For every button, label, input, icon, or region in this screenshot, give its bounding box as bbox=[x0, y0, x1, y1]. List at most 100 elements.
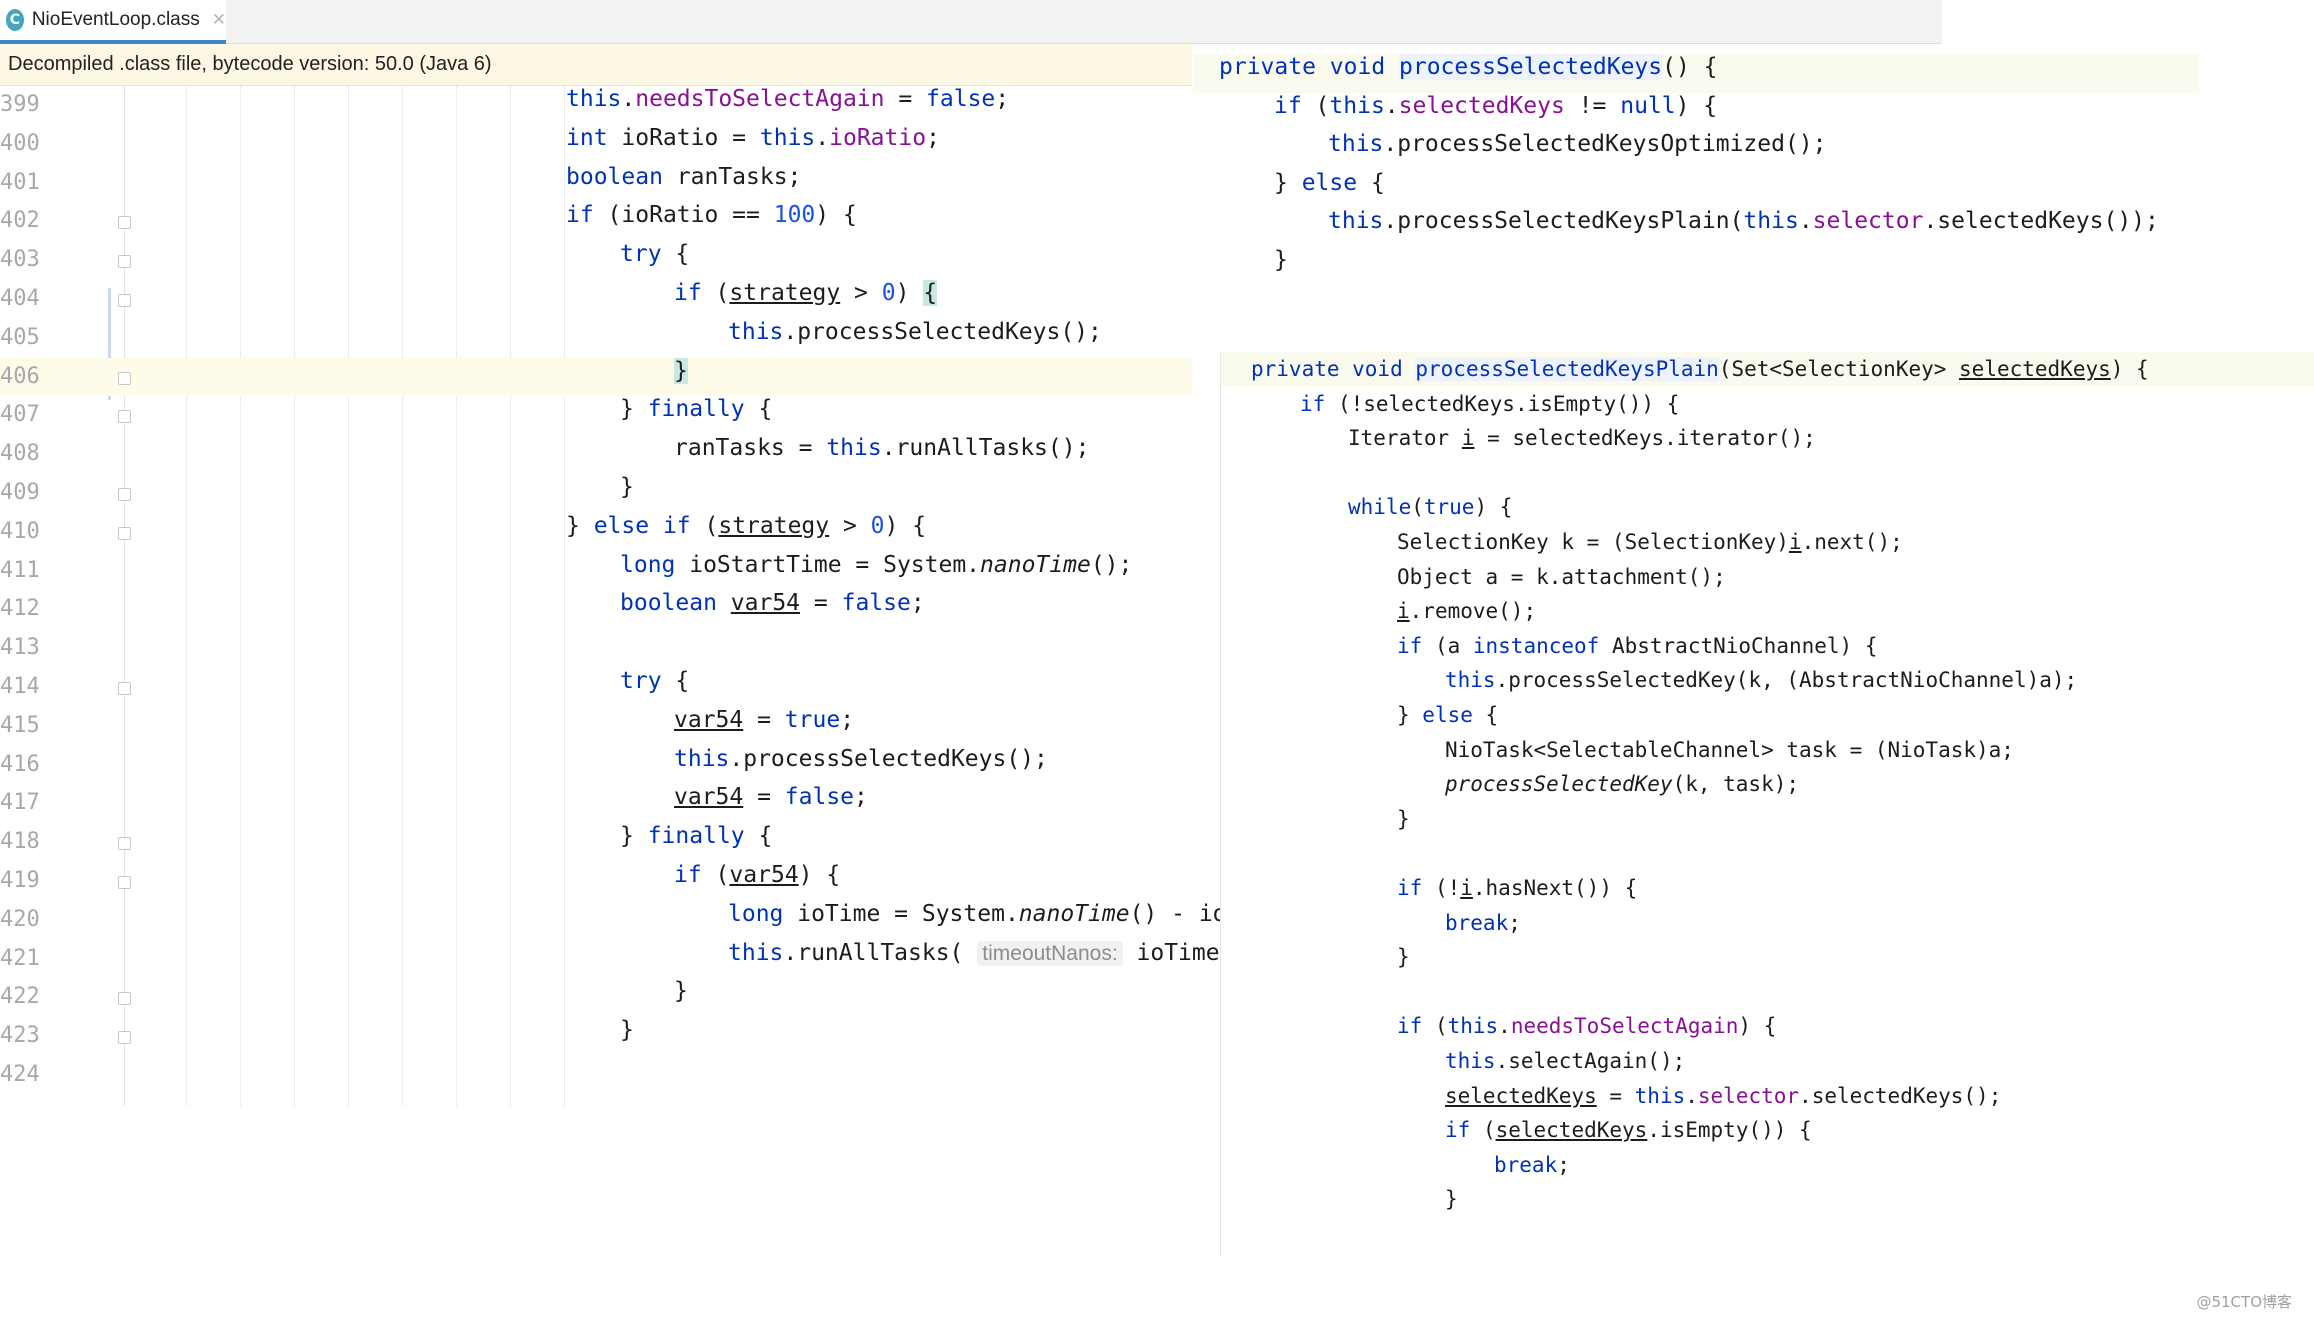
code-line: 411 long ioStartTime = System.nanoTime(); bbox=[0, 552, 1235, 591]
code-line: 413 bbox=[0, 629, 1235, 668]
code-line: 420 long ioTime = System.nanoTime() - ioS bbox=[0, 901, 1240, 940]
fold-marker-icon[interactable] bbox=[118, 371, 131, 385]
code-line: Iterator i = selectedKeys.iterator(); bbox=[1221, 421, 2314, 456]
line-number: 411 bbox=[0, 557, 40, 583]
code-text: } bbox=[620, 1017, 634, 1044]
fold-marker-icon[interactable] bbox=[118, 837, 131, 851]
code-text: this.runAllTasks( timeoutNanos: ioTime bbox=[728, 939, 1220, 966]
code-line: if (this.needsToSelectAgain) { bbox=[1221, 1009, 2314, 1044]
fold-marker-icon[interactable] bbox=[118, 876, 131, 889]
fold-marker-icon[interactable] bbox=[118, 410, 131, 424]
line-number: 417 bbox=[0, 790, 40, 816]
fold-marker-icon[interactable] bbox=[118, 488, 131, 501]
code-line: if (this.selectedKeys != null) { bbox=[1193, 93, 2199, 132]
indent-guide bbox=[240, 86, 241, 1106]
code-text: int ioRatio = this.ioRatio; bbox=[566, 124, 940, 151]
code-line: 410} else if (strategy > 0) { bbox=[0, 513, 1235, 552]
fold-marker-icon[interactable] bbox=[118, 992, 131, 1006]
code-line: } else { bbox=[1193, 170, 2199, 209]
line-number: 424 bbox=[0, 1062, 40, 1087]
fold-marker-icon[interactable] bbox=[118, 216, 131, 230]
code-line: 399 this.needsToSelectAgain = false; bbox=[0, 86, 1235, 125]
code-line: if (!selectedKeys.isEmpty()) { bbox=[1221, 387, 2314, 422]
code-text: private void processSelectedKeys() { bbox=[1219, 54, 1718, 80]
code-line: } bbox=[1221, 1182, 2314, 1217]
code-text: if (selectedKeys.isEmpty()) { bbox=[1445, 1118, 1812, 1143]
code-line: } bbox=[1221, 940, 2314, 975]
fold-marker-icon[interactable] bbox=[118, 682, 131, 695]
line-number: 405 bbox=[0, 324, 40, 350]
code-text: break; bbox=[1445, 910, 1521, 935]
editor-tab-bar: C NioEventLoop.class ✕ bbox=[0, 0, 1942, 44]
code-text: this.needsToSelectAgain = false; bbox=[566, 86, 1010, 112]
line-number: 408 bbox=[0, 441, 40, 467]
code-text: } bbox=[620, 474, 634, 500]
code-line: SelectionKey k = (SelectionKey)i.next(); bbox=[1221, 525, 2314, 560]
line-number: 423 bbox=[0, 1023, 40, 1049]
line-number: 416 bbox=[0, 751, 40, 777]
fold-marker-icon[interactable] bbox=[118, 294, 131, 307]
code-line: } bbox=[1193, 247, 2199, 286]
line-number: 422 bbox=[0, 984, 40, 1010]
indent-guide bbox=[510, 86, 511, 1106]
code-line: this.processSelectedKeysPlain(this.selec… bbox=[1193, 208, 2199, 247]
code-line: break; bbox=[1221, 1148, 2314, 1183]
line-number-gutter bbox=[0, 86, 125, 1106]
indent-guide bbox=[294, 86, 295, 1106]
tab-nioeventloop-class[interactable]: C NioEventLoop.class ✕ bbox=[0, 0, 226, 44]
tab-label: NioEventLoop.class bbox=[31, 9, 200, 30]
code-text: selectedKeys = this.selector.selectedKey… bbox=[1445, 1083, 2002, 1108]
code-text: long ioStartTime = System.nanoTime(); bbox=[620, 551, 1133, 578]
code-text: } else { bbox=[1274, 169, 1385, 196]
code-line: while(true) { bbox=[1221, 490, 2314, 525]
line-number: 401 bbox=[0, 169, 40, 195]
code-text: if (!i.hasNext()) { bbox=[1397, 876, 1638, 900]
code-line: processSelectedKey(k, task); bbox=[1221, 767, 2314, 802]
code-text: long ioTime = System.nanoTime() - ioS bbox=[728, 900, 1241, 927]
code-line: private void processSelectedKeys() { bbox=[1193, 54, 2199, 93]
code-text: try { bbox=[620, 668, 690, 694]
code-line: } else { bbox=[1221, 698, 2314, 733]
fold-marker-icon[interactable] bbox=[118, 1031, 131, 1045]
code-text: if (this.needsToSelectAgain) { bbox=[1397, 1014, 1777, 1039]
line-number: 412 bbox=[0, 596, 40, 622]
code-text: var54 = false; bbox=[674, 784, 868, 811]
code-line: Object a = k.attachment(); bbox=[1221, 560, 2314, 595]
code-text: if (strategy > 0) { bbox=[674, 280, 938, 306]
decompiled-notice-banner: Decompiled .class file, bytecode version… bbox=[0, 44, 1192, 86]
vcs-change-marker bbox=[108, 288, 111, 400]
code-snippet-process-selected-keys-plain: private void processSelectedKeysPlain(Se… bbox=[1220, 352, 2314, 1256]
code-text: NioTask<SelectableChannel> task = (NioTa… bbox=[1445, 737, 2014, 762]
code-line: NioTask<SelectableChannel> task = (NioTa… bbox=[1221, 733, 2314, 768]
line-number: 402 bbox=[0, 208, 40, 234]
line-number: 420 bbox=[0, 906, 40, 932]
code-text: try { bbox=[620, 241, 690, 268]
code-line: if (selectedKeys.isEmpty()) { bbox=[1221, 1113, 2314, 1148]
parameter-hint: timeoutNanos: bbox=[977, 940, 1123, 966]
watermark: @51CTO博客 bbox=[2196, 1293, 2292, 1311]
code-snippet-process-selected-keys: private void processSelectedKeys() { if … bbox=[1193, 54, 2199, 316]
code-text: this.processSelectedKeysPlain(this.selec… bbox=[1328, 208, 2159, 234]
line-number: 399 bbox=[0, 92, 40, 117]
code-text: } bbox=[1397, 806, 1410, 831]
close-icon[interactable]: ✕ bbox=[211, 10, 226, 30]
code-line: if (!i.hasNext()) { bbox=[1221, 871, 2314, 906]
line-number: 413 bbox=[0, 635, 40, 661]
fold-marker-icon[interactable] bbox=[118, 526, 131, 540]
code-line: } bbox=[1221, 802, 2314, 837]
code-line: break; bbox=[1221, 906, 2314, 941]
code-line: 409} bbox=[0, 474, 1235, 513]
fold-marker-icon[interactable] bbox=[118, 255, 131, 269]
indent-guide bbox=[186, 86, 187, 1106]
line-number: 406 bbox=[0, 363, 40, 389]
code-line: this.processSelectedKeysOptimized(); bbox=[1193, 131, 2199, 170]
